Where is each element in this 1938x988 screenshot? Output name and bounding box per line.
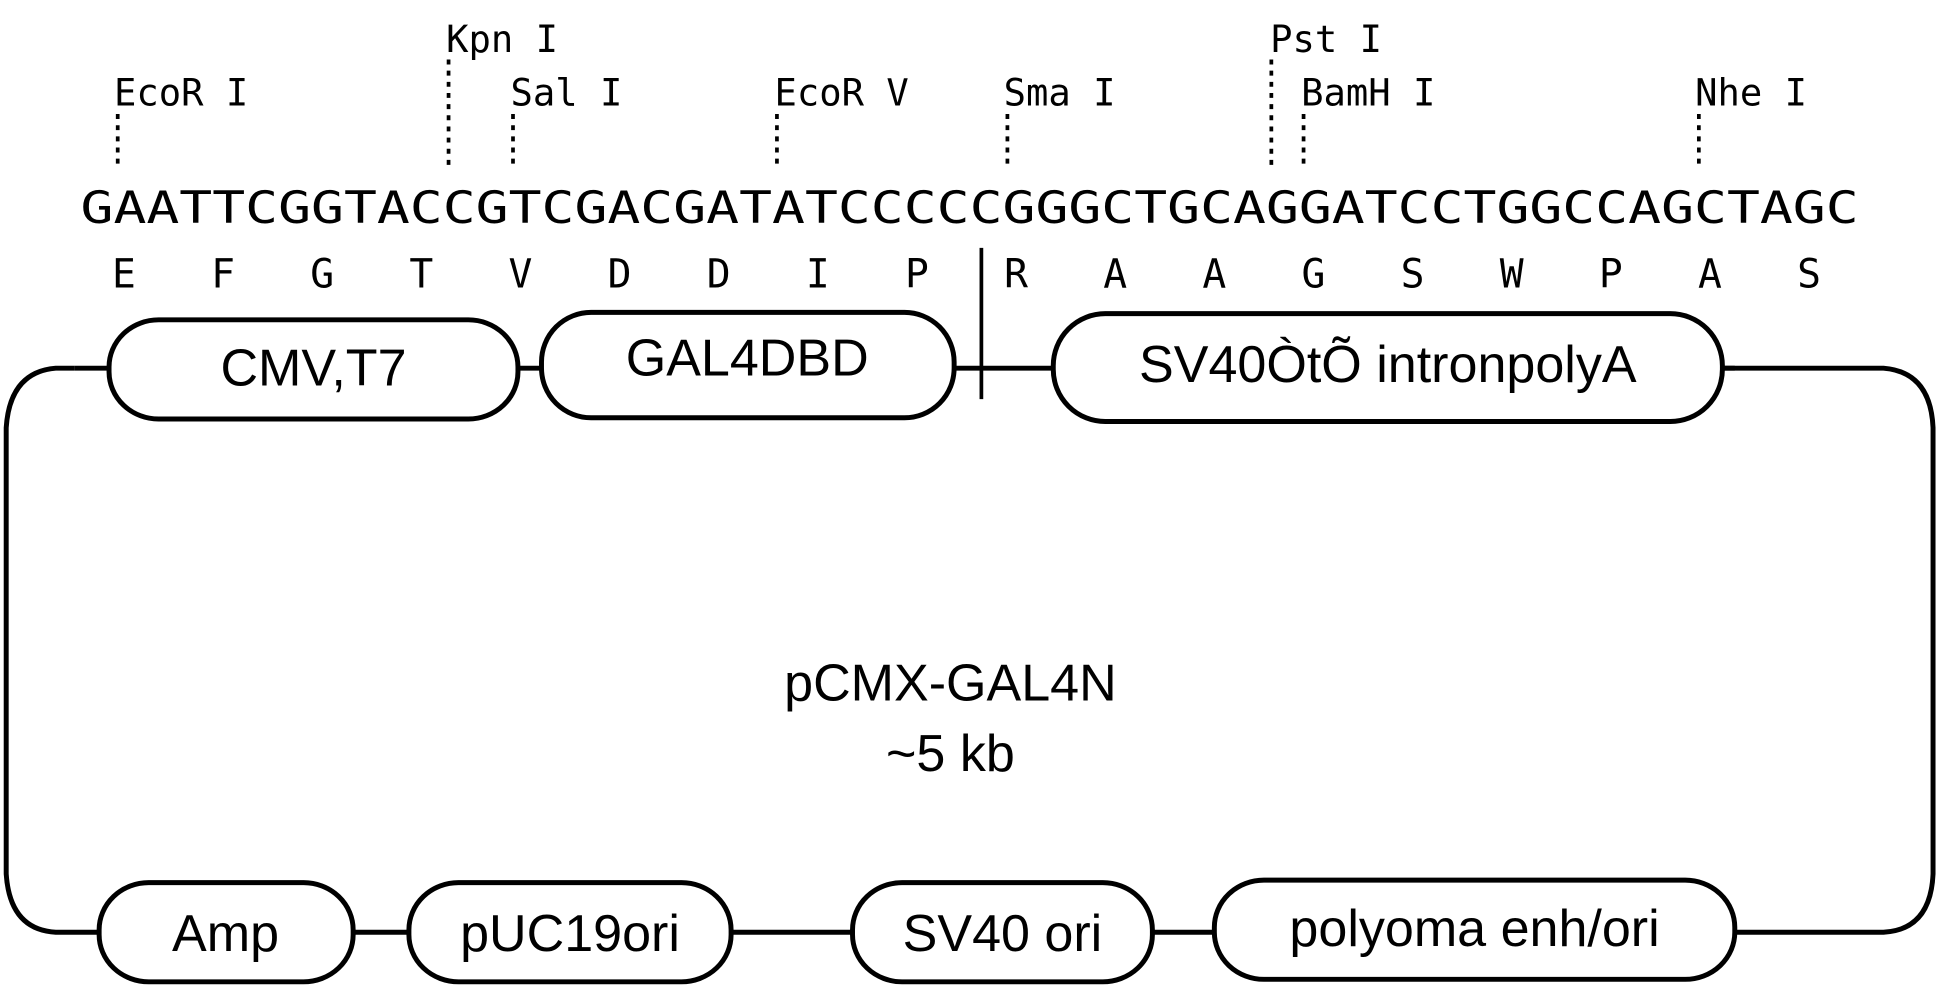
element-box-gal4dbd [539,309,957,421]
site-label-kpni: Kpn I [446,17,558,61]
amino-acid: I [806,252,830,298]
plasmid-backbone [3,365,1936,935]
amino-acid: W [1500,252,1524,298]
element-label-cmv-t7: CMV,T7 [220,340,406,398]
element-label-puc19ori: pUC19ori [460,905,680,963]
amino-acid: G [1302,252,1326,298]
site-label-sali: Sal I [511,70,623,114]
site-label-smai: Sma I [1004,70,1116,114]
site-label-nhei: Nhe I [1695,70,1807,114]
amino-acid: A [1698,252,1722,298]
amino-acid: E [112,252,136,298]
amino-acid: R [1004,252,1028,298]
site-label-psti: Pst I [1270,17,1382,61]
amino-acid: A [1202,252,1226,298]
plasmid-size: ~5 kb [886,725,1015,783]
amino-acid: A [1103,252,1127,298]
amino-acid: D [608,252,632,298]
plasmid-name: pCMX-GAL4N [784,654,1117,712]
amino-acid: G [310,252,334,298]
element-box-sv40-intron-polya [1050,311,1725,424]
element-box-cmv-t7 [106,317,521,422]
site-label-ecorv: EcoR V [774,70,908,114]
element-label-polyoma: polyoma enh/ori [1289,900,1659,958]
element-box-sv40-ori [850,880,1155,985]
site-label-bamhi: BamH I [1301,70,1435,114]
amino-acid: F [211,252,235,298]
amino-acid: D [707,252,731,298]
dna-sequence: GAATTCGGTACCGTCGACGATATCCCCCGGGCTGCAGGAT… [81,182,1859,234]
amino-acid: P [1599,252,1623,298]
site-label-ecori: EcoR I [114,70,248,114]
amino-acid: P [905,252,929,298]
element-label-sv40-intron-polya: SV40ÒtÕ intronpolyA [1139,336,1637,394]
amino-acid: S [1797,252,1821,298]
amino-acid: T [409,252,433,298]
amino-acid: V [508,252,532,298]
element-box-amp [96,880,356,985]
element-label-gal4dbd: GAL4DBD [626,330,869,388]
element-box-puc19ori [406,880,734,985]
amino-acid: S [1401,252,1425,298]
element-label-sv40-ori: SV40 ori [903,905,1103,963]
element-box-polyoma [1211,877,1738,982]
element-label-amp: Amp [172,905,279,963]
